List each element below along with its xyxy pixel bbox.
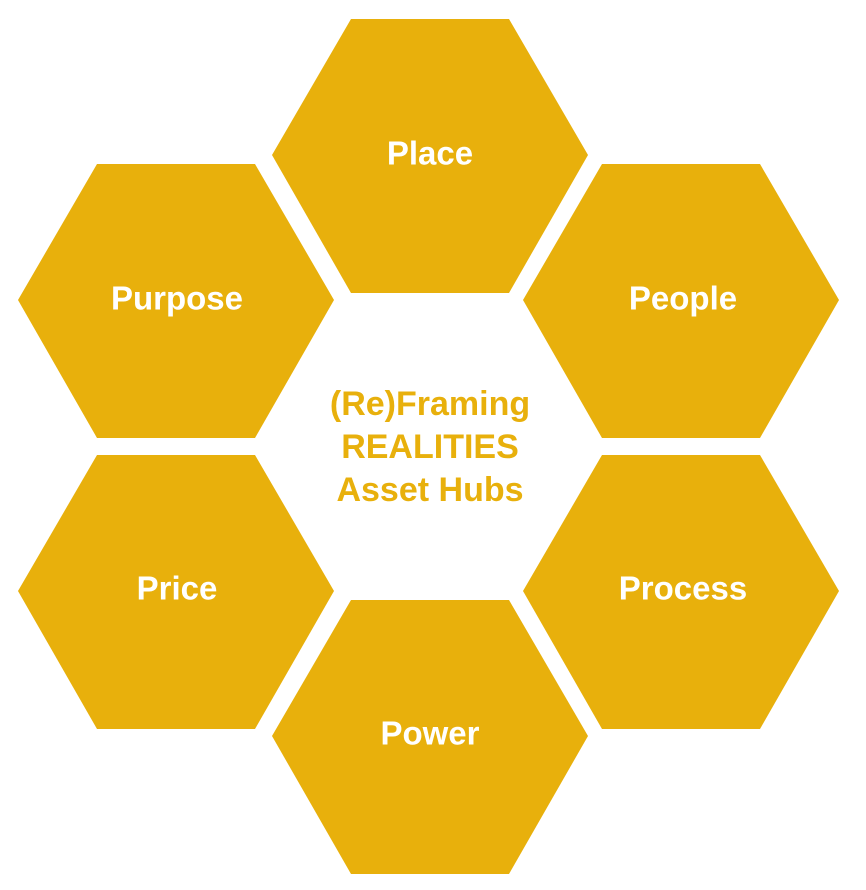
hexagon-place-shape <box>272 19 588 293</box>
hexagon-people: People <box>523 164 839 438</box>
hexagon-people-shape <box>523 164 839 438</box>
hexagon-purpose: Purpose <box>18 164 334 438</box>
hexagon-place: Place <box>272 19 588 293</box>
hexagon-process-shape <box>523 455 839 729</box>
hexagon-power-label: Power <box>380 715 479 752</box>
hexagon-price-label: Price <box>137 570 218 607</box>
hexagon-purpose-shape <box>18 164 334 438</box>
hexagon-price-shape <box>18 455 334 729</box>
hexagon-power: Power <box>272 600 588 874</box>
center-title-line2: REALITIES <box>341 428 519 466</box>
hexagon-purpose-label: Purpose <box>111 280 243 317</box>
hexagon-process-label: Process <box>619 570 747 607</box>
hexagon-power-shape <box>272 600 588 874</box>
hexagon-price: Price <box>18 455 334 729</box>
hexagon-place-label: Place <box>387 135 473 172</box>
hexagon-process: Process <box>523 455 839 729</box>
center-title: (Re)Framing REALITIES Asset Hubs <box>330 385 530 509</box>
hexagon-people-label: People <box>629 280 737 317</box>
center-title-line1: (Re)Framing <box>330 385 530 423</box>
center-title-line3: Asset Hubs <box>336 471 523 509</box>
